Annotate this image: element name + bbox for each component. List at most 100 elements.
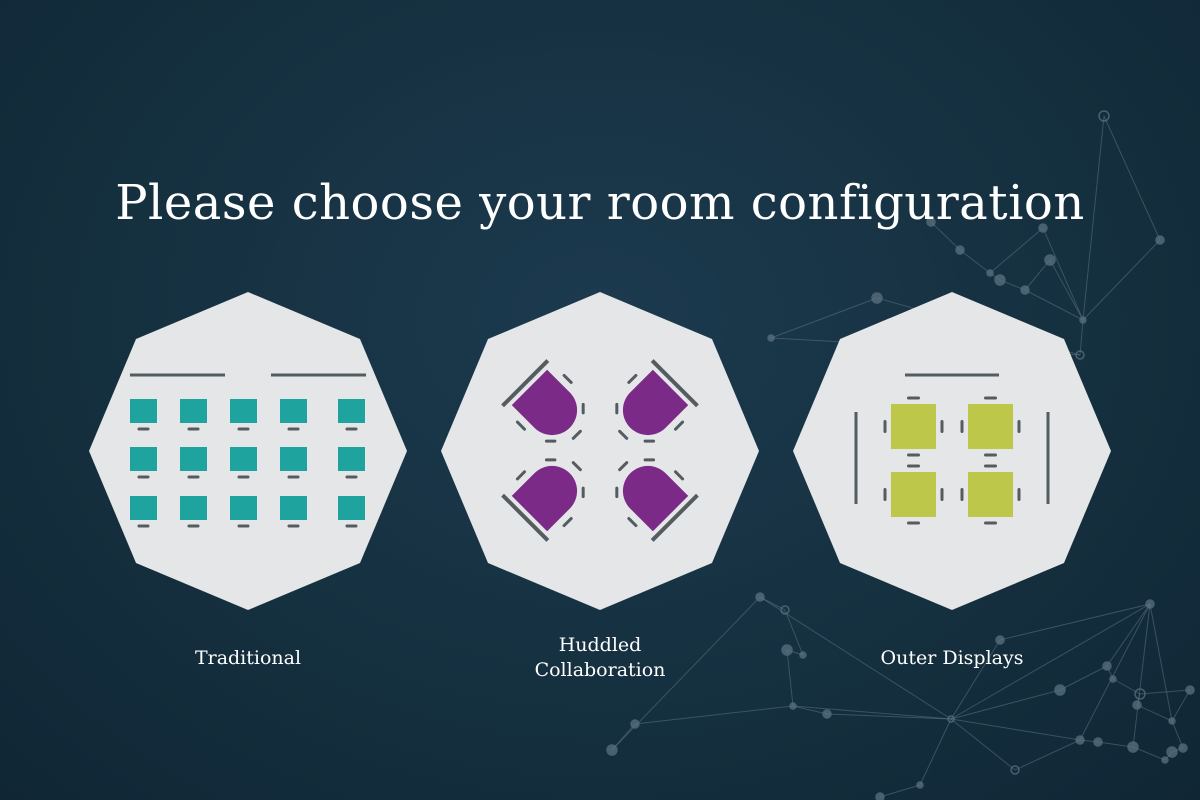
network-node: [1102, 661, 1112, 671]
network-edge: [950, 718, 1081, 741]
network-node: [755, 592, 765, 602]
network-edge: [1171, 720, 1184, 749]
network-node: [1178, 743, 1188, 753]
network-edge: [950, 639, 1001, 720]
network-edge: [634, 705, 794, 725]
outer-displays-label-line: Outer Displays: [880, 647, 1024, 669]
network-node: [780, 605, 790, 615]
network-edge: [611, 723, 636, 751]
chair: [618, 461, 629, 472]
network-edge: [879, 784, 921, 798]
network-node: [1145, 599, 1155, 609]
network-node: [1161, 756, 1169, 764]
outer-displays-layout-icon: [793, 292, 1111, 610]
chair: [562, 373, 573, 384]
desk: [338, 399, 365, 423]
chair: [643, 458, 656, 462]
huddled-label-line-2: Collaboration: [534, 659, 666, 681]
desk: [130, 399, 157, 423]
chair: [674, 470, 685, 481]
table: [891, 404, 936, 449]
pod-display: [650, 493, 699, 542]
chair: [515, 470, 526, 481]
huddled-label-line-1: Huddled: [558, 634, 642, 656]
network-node: [1185, 685, 1195, 695]
network-edge: [1132, 603, 1151, 748]
network-edge: [1136, 704, 1173, 722]
desk: [230, 399, 257, 423]
network-edge: [1042, 227, 1084, 321]
network-node: [1010, 765, 1020, 775]
desk: [180, 399, 207, 423]
network-edge: [1139, 689, 1191, 695]
network-node: [630, 719, 640, 729]
huddle-pod: [615, 359, 699, 443]
network-node: [1127, 741, 1139, 753]
network-edge: [1149, 603, 1173, 722]
chair: [627, 373, 638, 384]
traditional-label-line: Traditional: [194, 647, 302, 669]
outer-displays-option-button[interactable]: [793, 292, 1111, 610]
network-edge: [950, 718, 1016, 771]
huddled-collaboration-label: Huddled Collaboration: [441, 633, 759, 683]
chair: [562, 517, 573, 528]
network-edge: [1097, 741, 1134, 748]
network-edge: [1171, 689, 1191, 722]
network-edge: [989, 227, 1044, 274]
network-node: [1079, 316, 1087, 324]
network-edge: [1082, 239, 1161, 321]
desk: [280, 496, 307, 520]
table: [968, 472, 1013, 517]
network-edge: [792, 705, 828, 715]
network-node: [1038, 223, 1048, 233]
network-edge: [1014, 739, 1081, 771]
page-title: Please choose your room configuration: [115, 175, 1085, 231]
chair: [581, 486, 585, 499]
desk: [130, 496, 157, 520]
network-node: [947, 715, 955, 723]
network-node: [926, 217, 936, 227]
chair: [643, 439, 656, 443]
network-node: [955, 245, 965, 255]
network-node: [1044, 254, 1056, 266]
network-node: [1168, 717, 1176, 725]
network-edge: [1079, 603, 1151, 741]
network-node: [1075, 350, 1085, 360]
pod-table: [622, 369, 689, 436]
outer-displays-label: Outer Displays: [793, 646, 1111, 671]
network-edge: [786, 649, 794, 707]
network-edge: [950, 603, 1151, 720]
network-edge: [1049, 259, 1084, 321]
network-edge: [1059, 665, 1108, 691]
network-edge: [759, 596, 952, 720]
network-edge: [999, 603, 1151, 641]
network-node: [1134, 688, 1146, 700]
chair: [544, 439, 557, 443]
desk: [280, 399, 307, 423]
network-node: [822, 709, 832, 719]
traditional-rows-layout-icon: [89, 292, 407, 610]
network-edge: [1024, 259, 1051, 291]
huddle-pod: [615, 458, 699, 542]
network-edge: [1106, 603, 1151, 667]
huddled-collaboration-option-button[interactable]: [441, 292, 759, 610]
huddle-pod: [501, 359, 585, 443]
network-node: [1020, 285, 1030, 295]
network-edge: [784, 609, 804, 656]
network-edge: [792, 705, 952, 720]
network-node: [986, 269, 994, 277]
desk: [180, 447, 207, 471]
network-node: [1093, 737, 1103, 747]
huddle-pod: [501, 458, 585, 542]
chair: [627, 517, 638, 528]
traditional-option-button[interactable]: [89, 292, 407, 610]
network-edge: [1024, 289, 1084, 321]
huddled-pods-layout-icon: [441, 292, 759, 610]
chair: [544, 458, 557, 462]
pod-table: [622, 465, 689, 532]
network-edge: [950, 689, 1061, 720]
desk: [338, 496, 365, 520]
network-node: [1132, 700, 1142, 710]
chair: [571, 429, 582, 440]
network-edge: [919, 718, 952, 786]
